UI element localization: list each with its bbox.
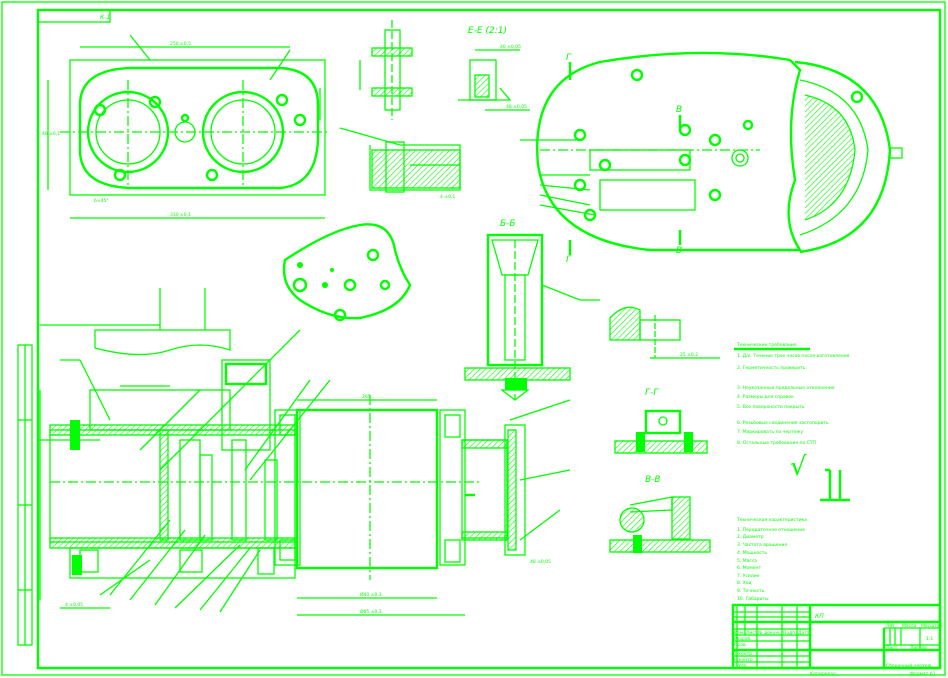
tech-char-item: 6. Момент	[737, 565, 761, 571]
tech-requirements: Технические требования 1. Д/к. Течение т…	[734, 342, 850, 446]
dim-profile: 25 ±0,2	[680, 352, 698, 358]
tech-characteristics-title: Техническая характеристика	[736, 517, 807, 523]
main-assembly-section: 265 Ø40 ±0,3 Ø65 ±0,3 4 ±0,05 48 ±0,05	[39, 288, 571, 616]
dim-d40: Ø40 ±0,3	[360, 591, 382, 598]
dim-4: 4 ±0,05	[65, 602, 83, 608]
label-v-bottom: В	[676, 246, 682, 256]
title-mass-label: Масса	[902, 623, 917, 629]
tech-req-item: 5. Все поверхности покрыть	[737, 404, 805, 410]
title-designation: КП	[815, 613, 824, 620]
label-v-top: В	[676, 105, 682, 115]
tech-req-item: 8. Остальные требования по СТП	[737, 440, 816, 446]
plan-view: 250 ±0,5 310 ±0,1 40 ±0,1 6×45°	[42, 34, 330, 219]
title-row-label: Утв.	[738, 663, 747, 669]
tech-char-item: 4. Мощность	[737, 550, 767, 556]
section-v-v: В-В	[609, 475, 711, 553]
dim-265: 265	[362, 394, 371, 400]
title-format: Формат А1	[910, 671, 936, 677]
tech-char-item: 2. Диаметр	[737, 534, 764, 540]
dim-e-e-2: 48 ±0,05	[506, 104, 527, 110]
label-g-g: Г-Г	[645, 388, 659, 398]
section-b-b: Б-Б	[464, 219, 600, 401]
cam-plate-view	[282, 223, 412, 322]
label-g-bottom: Г	[566, 255, 572, 265]
dim-e-e: 40 ±0,05	[500, 44, 521, 50]
tech-char-item: 3. Частота вращения	[737, 542, 787, 548]
title-name: Сборочный чертеж	[886, 662, 932, 669]
label-g-top: Г	[566, 53, 572, 63]
title-block: КП Сборочный чертеж Лит. Масса Масштаб 1…	[731, 603, 943, 677]
dim-chamfer: 6×45°	[94, 198, 109, 204]
tech-req-item: 4. Размеры для справок	[737, 394, 794, 400]
title-sheets-label: Листов	[910, 645, 927, 651]
tech-req-item: 3. Неуказанные предельные отклонения	[737, 385, 835, 391]
tech-char-item: 8. Ход	[737, 580, 752, 586]
tech-req-item: 1. Д/к. Течение трех часов после изготов…	[737, 353, 850, 359]
dim-310: 310 ±0,1	[170, 212, 191, 218]
tech-req-item: 2. Герметичность проверить	[737, 365, 806, 371]
dim-detail: 4 ±0,1	[440, 194, 455, 200]
title-row-label: Разраб.	[734, 636, 752, 642]
tech-char-item: 7. Усилие	[737, 573, 760, 579]
title-row-label: Подп.	[783, 630, 797, 636]
title-row-label: Изм.	[734, 630, 745, 636]
dim-250: 250 ±0,5	[170, 41, 191, 47]
dim-40: 40 ±0,1	[42, 131, 60, 137]
svg-text:√: √	[790, 452, 807, 482]
title-copied: Копировал	[810, 671, 836, 677]
title-row-label: Т.контр.	[733, 651, 754, 657]
title-row-label: № докум.	[758, 630, 780, 636]
title-scale: 1:1	[926, 636, 933, 642]
label-b-b: Б-Б	[500, 219, 516, 229]
title-row-label: Лист	[746, 630, 758, 636]
title-sheet-label: Лист	[886, 645, 898, 651]
label-e-e: Е-Е (2:1)	[468, 26, 507, 36]
tech-char-item: 10. Габариты	[737, 596, 769, 602]
tech-char-item: 9. Точность	[737, 588, 765, 594]
tech-char-item: 5. Масса	[737, 558, 757, 564]
tech-char-item: 1. Передаточное отношение	[737, 527, 805, 533]
section-e-e: Е-Е (2:1) 40 ±0,05 48 ±0,05 4 ±0,1	[339, 20, 530, 200]
dim-d65: Ø65 ±0,3	[360, 608, 382, 615]
corner-tab: К-1	[100, 14, 110, 21]
title-lit-label: Лит.	[886, 623, 896, 629]
title-scale-label: Масштаб	[921, 623, 943, 629]
tech-requirements-title: Технические требования	[736, 342, 797, 348]
title-row-label: Н.контр.	[734, 657, 754, 663]
tech-req-item: 7. Маркировать по чертежу	[737, 429, 803, 435]
section-g-g: Г-Г	[614, 388, 708, 454]
title-row-label: Пров.	[734, 642, 747, 648]
profile-detail: 25 ±0,2	[609, 306, 720, 359]
tech-characteristics: Техническая характеристика 1. Передаточн…	[736, 517, 807, 602]
side-view: Г Г В В	[520, 51, 903, 265]
roughness-symbol: √	[790, 452, 850, 502]
dim-right: 48 ±0,05	[530, 559, 551, 565]
title-row-label: Дата	[798, 630, 810, 636]
tech-req-item: 6. Резьбовые соединения застопорить	[737, 420, 829, 426]
label-v-v: В-В	[645, 475, 661, 485]
